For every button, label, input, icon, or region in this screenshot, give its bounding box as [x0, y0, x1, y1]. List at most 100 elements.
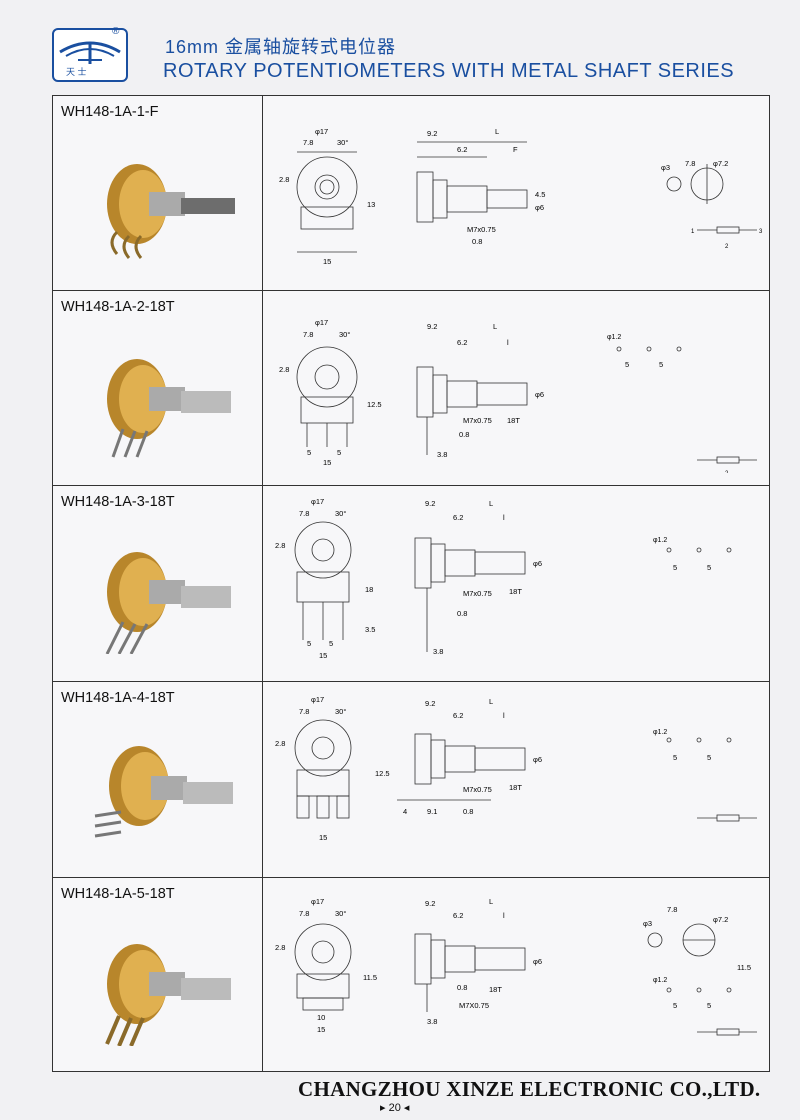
svg-text:2.8: 2.8: [275, 943, 285, 952]
svg-text:0.8: 0.8: [459, 430, 469, 439]
svg-text:φ17: φ17: [311, 897, 324, 906]
svg-text:5: 5: [307, 639, 311, 648]
svg-text:l: l: [503, 711, 505, 720]
svg-text:φ3: φ3: [643, 919, 652, 928]
svg-text:2.8: 2.8: [275, 541, 285, 550]
model-number: WH148-1A-3-18T: [61, 494, 175, 510]
svg-text:φ17: φ17: [315, 127, 328, 136]
registered-mark: ®: [112, 26, 120, 37]
svg-text:6.2: 6.2: [453, 911, 463, 920]
potentiometer-photo: [107, 359, 231, 458]
svg-text:9.2: 9.2: [425, 899, 435, 908]
svg-text:φ17: φ17: [311, 695, 324, 704]
svg-text:5: 5: [329, 639, 333, 648]
svg-text:30°: 30°: [337, 138, 348, 147]
svg-text:9.2: 9.2: [425, 699, 435, 708]
svg-text:φ6: φ6: [533, 755, 542, 764]
svg-text:3.8: 3.8: [437, 450, 447, 459]
column-divider: [262, 96, 263, 1071]
svg-text:2.8: 2.8: [275, 739, 285, 748]
svg-text:F: F: [513, 145, 518, 154]
svg-text:φ17: φ17: [315, 318, 328, 327]
svg-text:1: 1: [691, 229, 695, 235]
svg-text:2.8: 2.8: [279, 175, 289, 184]
product-row: WH148-1A-5-18T φ17 7.8 30°: [53, 878, 769, 1073]
svg-text:2.8: 2.8: [279, 365, 289, 374]
svg-text:13: 13: [367, 200, 375, 209]
page-header: 天 士 ® 16mm 金属轴旋转式电位器 ROTARY POTENTIOMETE…: [0, 0, 800, 96]
svg-text:30°: 30°: [335, 509, 346, 518]
svg-text:0.8: 0.8: [463, 807, 473, 816]
svg-text:18T: 18T: [509, 587, 522, 596]
svg-text:15: 15: [317, 1025, 325, 1034]
svg-text:l: l: [503, 513, 505, 522]
svg-text:4: 4: [403, 807, 407, 816]
svg-text:10: 10: [317, 1013, 325, 1022]
logo-emblem-icon: 天 士: [59, 41, 121, 77]
svg-text:φ1.2: φ1.2: [653, 729, 667, 736]
svg-text:9.1: 9.1: [427, 807, 437, 816]
svg-text:7.8: 7.8: [685, 159, 695, 168]
svg-text:30°: 30°: [339, 330, 350, 339]
svg-text:5: 5: [707, 753, 711, 762]
svg-text:9.2: 9.2: [427, 322, 437, 331]
svg-text:9.2: 9.2: [427, 129, 437, 138]
svg-text:9.2: 9.2: [425, 499, 435, 508]
svg-text:0.8: 0.8: [457, 983, 467, 992]
svg-text:0.8: 0.8: [457, 609, 467, 618]
svg-text:φ3: φ3: [661, 163, 670, 172]
svg-text:M7x0.75: M7x0.75: [467, 225, 496, 234]
svg-text:L: L: [489, 499, 493, 508]
svg-text:φ1.2: φ1.2: [607, 334, 621, 341]
svg-text:3.5: 3.5: [365, 625, 375, 634]
page-title-en: ROTARY POTENTIOMETERS WITH METAL SHAFT S…: [163, 60, 735, 82]
page-title-cn: 16mm 金属轴旋转式电位器: [165, 37, 397, 57]
product-row: WH148-1A-4-18T φ17 7.8 30°: [53, 682, 769, 878]
svg-text:l: l: [507, 338, 509, 347]
svg-text:5: 5: [673, 1001, 677, 1010]
svg-text:7.8: 7.8: [299, 909, 309, 918]
svg-text:φ1.2: φ1.2: [653, 537, 667, 544]
svg-text:30°: 30°: [335, 707, 346, 716]
model-number: WH148-1A-2-18T: [61, 299, 175, 315]
svg-text:5: 5: [625, 360, 629, 369]
svg-text:5: 5: [707, 1001, 711, 1010]
dimension-drawing: φ17 7.8 30° 2.8 13 15 9.2 6.2 L F M7x0.7…: [279, 127, 763, 266]
svg-text:3.8: 3.8: [427, 1017, 437, 1026]
svg-text:φ7.2: φ7.2: [713, 159, 728, 168]
product-row: WH148-1A-1-F φ17 7.8 30° 2.8: [53, 96, 769, 291]
svg-text:M7x0.75: M7x0.75: [463, 589, 492, 598]
svg-text:6.2: 6.2: [453, 513, 463, 522]
svg-text:φ6: φ6: [535, 203, 544, 212]
svg-text:L: L: [493, 322, 497, 331]
svg-text:l: l: [503, 911, 505, 920]
svg-text:5: 5: [673, 753, 677, 762]
svg-text:2: 2: [725, 471, 729, 473]
svg-text:15: 15: [323, 257, 331, 266]
company-logo: 天 士: [52, 28, 128, 82]
svg-text:2: 2: [725, 244, 729, 250]
svg-text:L: L: [489, 897, 493, 906]
svg-text:5: 5: [707, 563, 711, 572]
svg-text:5: 5: [307, 448, 311, 457]
potentiometer-photo: [94, 746, 233, 838]
product-table: WH148-1A-1-F φ17 7.8 30° 2.8: [52, 95, 770, 1072]
svg-text:φ6: φ6: [533, 957, 542, 966]
svg-text:7.8: 7.8: [299, 707, 309, 716]
svg-text:φ1.2: φ1.2: [653, 977, 667, 984]
dimension-drawing: φ17 7.8 30° 2.8 11.5 10 15 9.2 6.2 L l 0…: [275, 897, 757, 1036]
svg-text:天 士: 天 士: [66, 66, 87, 77]
model-number: WH148-1A-1-F: [61, 104, 159, 120]
page-number: ▸ 20 ◂: [380, 1102, 410, 1114]
svg-text:φ6: φ6: [535, 390, 544, 399]
svg-text:6.2: 6.2: [453, 711, 463, 720]
svg-text:L: L: [495, 127, 499, 136]
svg-text:3.8: 3.8: [433, 647, 443, 656]
svg-text:18: 18: [365, 585, 373, 594]
svg-text:11.5: 11.5: [737, 963, 751, 972]
dimension-drawing: φ17 7.8 30° 2.8 12.5 15 9.2 6.2 L l M7x0…: [275, 695, 757, 842]
svg-text:15: 15: [319, 651, 327, 660]
model-number: WH148-1A-5-18T: [61, 886, 175, 902]
svg-text:0.8: 0.8: [472, 237, 482, 246]
company-name: CHANGZHOU XINZE ELECTRONIC CO.,LTD.: [298, 1077, 761, 1101]
